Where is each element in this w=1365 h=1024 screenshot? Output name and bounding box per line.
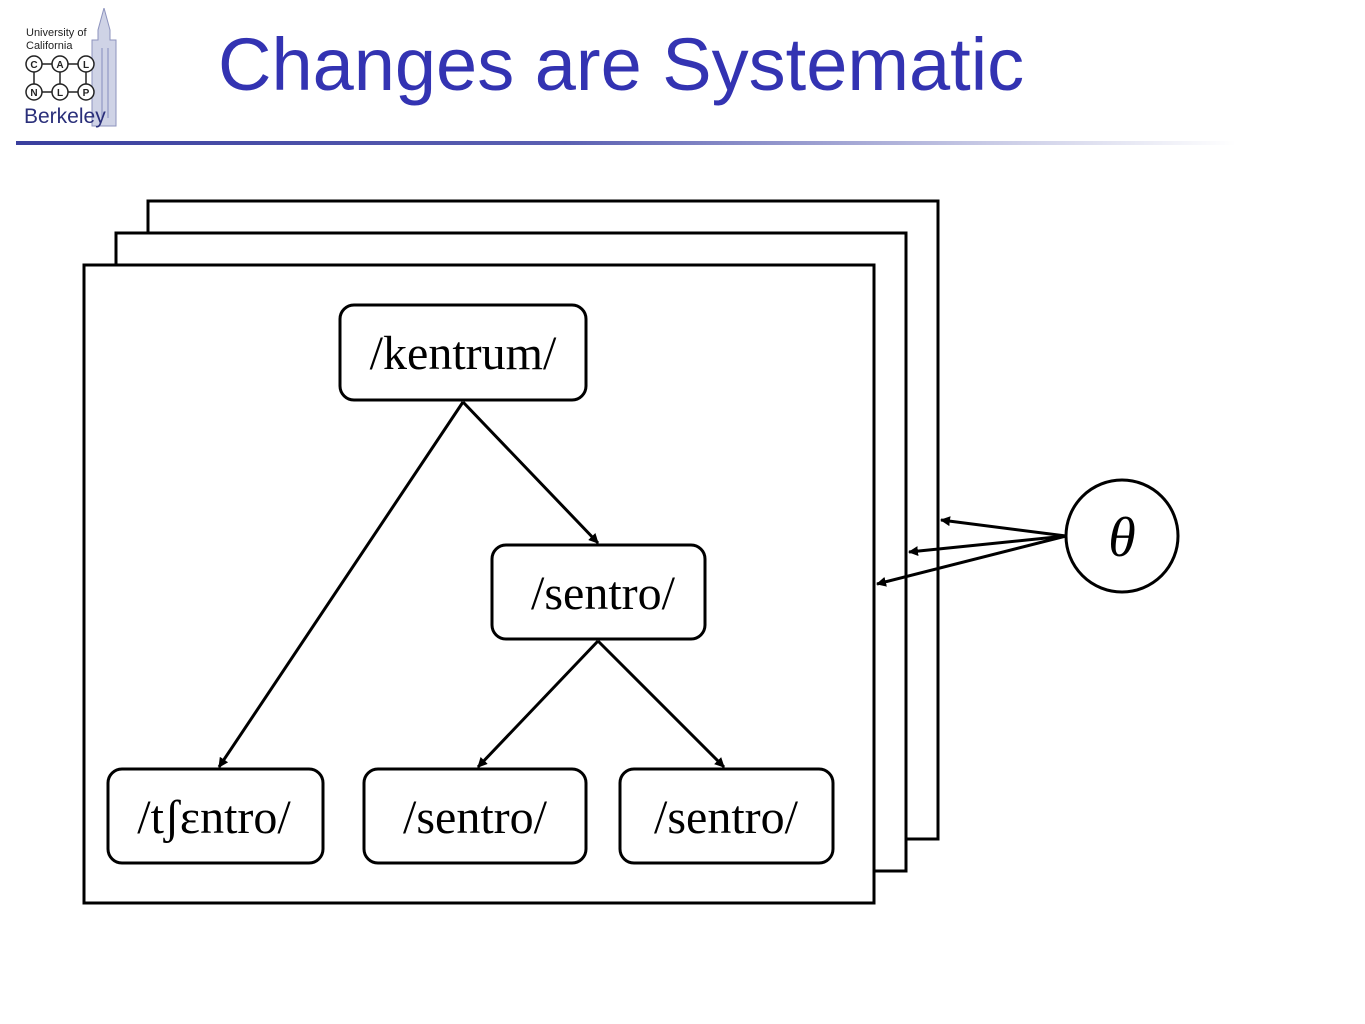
logo-letter-l: L: [83, 60, 89, 71]
node-root: [338, 303, 588, 402]
edge-theta-to-plate-back: [940, 516, 1067, 538]
edge-theta-to-plate-front: [876, 534, 1067, 587]
logo-letter-p: P: [83, 88, 90, 99]
logo-letter-a: A: [56, 60, 63, 71]
node-leaf-2: [362, 767, 588, 865]
node-leaf-1-label: /tʃɛntro/: [137, 791, 291, 844]
logo-letter-n: N: [30, 88, 37, 99]
edge-internal-to-leaf-2: [476, 639, 600, 769]
node-root-label: /kentrum/: [370, 327, 557, 380]
slide-title: Changes are Systematic: [218, 23, 1025, 106]
node-leaf-2-label: /sentro/: [403, 791, 548, 844]
logo-line-2: California: [26, 40, 73, 52]
university-logo: University of California C A L N L P: [18, 8, 130, 132]
node-leaf-1: [106, 767, 325, 865]
logo-line-1: University of: [26, 27, 87, 39]
theta-node: [1064, 478, 1180, 594]
logo-wordmark: Berkeley: [24, 105, 106, 128]
node-internal-label: /sentro/: [531, 567, 676, 620]
edge-root-to-leaf-1: [217, 401, 465, 768]
logo-letter-c: C: [30, 60, 37, 71]
logo-letter-l2: L: [57, 88, 63, 99]
node-leaf-3-label: /sentro/: [654, 791, 799, 844]
campanile-icon: C A L N L P: [25, 8, 117, 127]
title-divider: [16, 141, 1236, 145]
edge-internal-to-leaf-3: [596, 639, 726, 769]
node-internal: [490, 543, 707, 641]
edge-theta-to-plate-middle: [908, 534, 1067, 557]
node-leaf-3: [618, 767, 835, 865]
theta-label: θ: [1108, 507, 1136, 569]
edge-root-to-internal: [461, 400, 600, 545]
